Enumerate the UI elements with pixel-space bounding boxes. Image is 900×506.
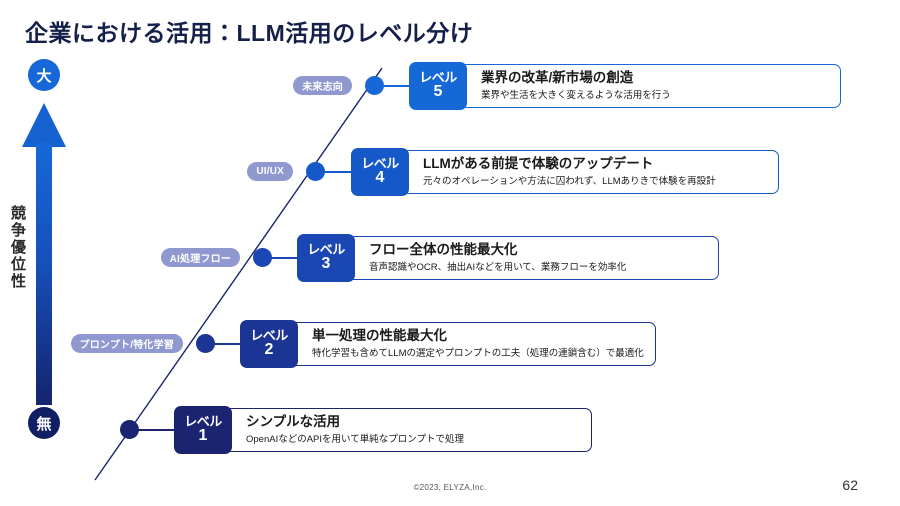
category-pill-4[interactable]: UI/UX [247, 162, 293, 181]
level-card-subtitle-1: OpenAIなどのAPIを用いて単純なプロンプトで処理 [246, 434, 464, 446]
level-card-4[interactable]: LLMがある前提で体験のアップデート元々のオペレーションや方法に囚われず、LLM… [351, 150, 779, 194]
level-connector-4 [323, 171, 351, 173]
level-badge-number-1: 1 [198, 427, 208, 445]
axis-arrow-head-icon [22, 103, 66, 147]
level-row-2: プロンプト/特化学習 単一処理の性能最大化特化学習も含めてLLMの選定やプロンプト… [0, 320, 900, 376]
level-card-3[interactable]: フロー全体の性能最大化音声認識やOCR、抽出AIなどを用いて、業務フローを効率化 [297, 236, 719, 280]
level-node-dot-3[interactable] [253, 248, 272, 267]
level-connector-2 [213, 343, 240, 345]
category-pill-5[interactable]: 未来志向 [293, 76, 352, 95]
level-node-dot-2[interactable] [196, 334, 215, 353]
level-card-title-4: LLMがある前提で体験のアップデート [423, 156, 654, 172]
level-card-text-1: シンプルな活用 OpenAIなどのAPIを用いて単純なプロンプトで処理 [232, 409, 464, 451]
level-card-subtitle-5: 業界や生活を大きく変えるような活用を行う [481, 90, 671, 102]
level-card-5[interactable]: 業界の改革/新市場の創造業界や生活を大きく変えるような活用を行う [409, 64, 841, 108]
axis-top-cap: 大 [28, 59, 60, 91]
level-badge-number-5: 5 [433, 83, 443, 101]
level-connector-5 [382, 85, 409, 87]
level-badge-word-4: レベル [361, 155, 399, 171]
level-card-text-5: 業界の改革/新市場の創造業界や生活を大きく変えるような活用を行う [467, 65, 671, 107]
level-node-dot-1[interactable] [120, 420, 139, 439]
level-card-title-2: 単一処理の性能最大化 [312, 328, 447, 344]
footer-copyright: ©2023, ELYZA,Inc. [413, 483, 487, 492]
level-card-subtitle-3: 音声認識やOCR、抽出AIなどを用いて、業務フローを効率化 [369, 262, 627, 274]
level-card-title-5: 業界の改革/新市場の創造 [481, 70, 634, 86]
level-connector-1 [137, 429, 174, 431]
page-title: 企業における活用：LLM活用のレベル分け [25, 20, 474, 46]
axis-bottom-cap: 無 [28, 407, 60, 439]
level-badge-word-2: レベル [250, 327, 288, 343]
level-connector-3 [270, 257, 297, 259]
page-number: 62 [842, 477, 858, 493]
level-badge-number-2: 2 [264, 341, 274, 359]
level-card-text-4: LLMがある前提で体験のアップデート元々のオペレーションや方法に囚われず、LLM… [409, 151, 716, 193]
level-badge-word-1: レベル [184, 413, 222, 429]
level-badge-number-4: 4 [375, 169, 385, 187]
level-badge-number-3: 3 [321, 255, 331, 273]
level-card-text-3: フロー全体の性能最大化音声認識やOCR、抽出AIなどを用いて、業務フローを効率化 [355, 237, 626, 279]
level-node-dot-4[interactable] [306, 162, 325, 181]
level-card-text-2: 単一処理の性能最大化特化学習も含めてLLMの選定やプロンプトの工夫（処理の連鎖含… [298, 323, 644, 365]
axis-arrow-shaft [36, 143, 52, 405]
level-node-dot-5[interactable] [365, 76, 384, 95]
level-card-2[interactable]: 単一処理の性能最大化特化学習も含めてLLMの選定やプロンプトの工夫（処理の連鎖含… [240, 322, 656, 366]
level-card-title-1: シンプルな活用 [246, 414, 341, 430]
level-card-subtitle-2: 特化学習も含めてLLMの選定やプロンプトの工夫（処理の連鎖含む）で最適化 [312, 348, 644, 360]
level-card-title-3: フロー全体の性能最大化 [369, 242, 518, 258]
competitive-advantage-axis: 大 競争優位性 無 [0, 55, 90, 455]
level-row-4: UI/UX LLMがある前提で体験のアップデート元々のオペレーションや方法に囚われ… [0, 148, 900, 204]
level-badge-word-3: レベル [307, 241, 345, 257]
level-card-subtitle-4: 元々のオペレーションや方法に囚われず、LLMありきで体験を再設計 [423, 176, 716, 188]
category-pill-3[interactable]: AI処理フロー [160, 248, 240, 267]
level-row-3: AI処理フロー フロー全体の性能最大化音声認識やOCR、抽出AIなどを用いて、業務… [0, 234, 900, 290]
level-card-1[interactable]: シンプルな活用 OpenAIなどのAPIを用いて単純なプロンプトで処理 [174, 408, 592, 452]
category-pill-2[interactable]: プロンプト/特化学習 [70, 334, 183, 353]
level-badge-word-5: レベル [419, 69, 457, 85]
axis-label: 競争優位性 [9, 205, 26, 290]
